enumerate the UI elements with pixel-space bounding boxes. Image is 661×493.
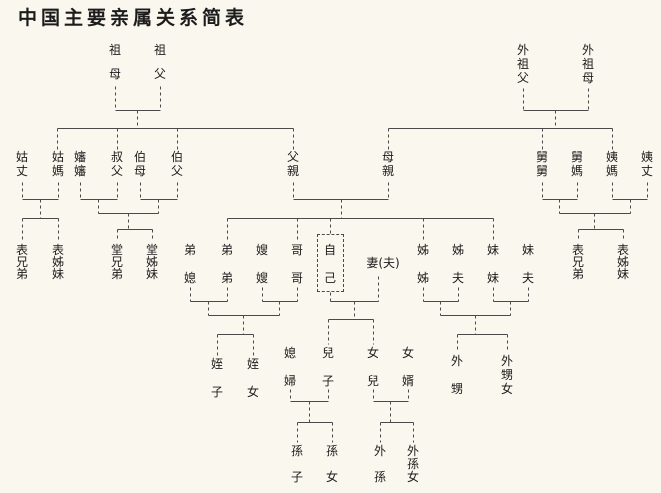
kin-node-nver: 女兒 (366, 346, 380, 388)
kin-node-shufu: 叔父 (110, 150, 124, 178)
kin-node-nvxu: 女婿 (401, 346, 415, 388)
kin-node-waishengnv: 外甥女 (500, 354, 514, 396)
kin-node-didi: 弟弟 (220, 243, 234, 285)
kin-node-saosao: 嫂嫂 (255, 243, 269, 285)
kin-node-biao-xiongdi-left: 表兄弟 (15, 243, 29, 281)
self-box (317, 234, 344, 292)
kin-node-fuqin: 父親 (286, 150, 300, 178)
kin-node-biao-zimei-right: 表姊妹 (616, 243, 630, 281)
kin-node-biao-xiongdi-right: 表兄弟 (571, 243, 585, 281)
kin-node-jiujiu: 舅舅 (535, 150, 549, 178)
kin-node-waizufu: 外祖父 (516, 43, 530, 85)
kin-node-jiejie: 姊姊 (416, 243, 430, 285)
kin-node-xifu: 媳婦 (283, 346, 297, 388)
kin-node-zhizi: 姪子 (210, 357, 224, 399)
kin-node-guzhang: 姑丈 (15, 150, 29, 178)
kin-node-waisunnv: 外孫女 (406, 444, 420, 484)
kin-node-bomu: 伯母 (133, 150, 147, 178)
kin-node-waizumu: 外祖母 (581, 43, 595, 85)
kin-node-gege: 哥哥 (290, 243, 304, 285)
kin-node-waisheng: 外甥 (450, 354, 464, 396)
kin-node-meimei: 妹妹 (486, 243, 500, 285)
kin-node-tang-xiongdi: 堂兄弟 (110, 243, 124, 281)
kin-node-yima: 姨媽 (605, 150, 619, 178)
kin-node-waisun: 外孫 (373, 444, 387, 484)
kin-node-sunzi: 孫子 (290, 444, 304, 484)
kin-node-biao-zimei-left: 表姊妹 (51, 243, 65, 281)
page-title: 中国主要亲属关系简表 (18, 7, 249, 29)
kin-node-shenshen: 嬸嬸 (73, 150, 87, 178)
kin-node-zumu: 祖母 (108, 43, 122, 81)
kin-node-muqin: 母親 (381, 150, 395, 178)
kin-node-bofu: 伯父 (170, 150, 184, 178)
kin-node-ziji: 自己 (323, 243, 337, 285)
kin-node-qifu: 妻(夫) (366, 256, 400, 270)
kin-node-jiuma: 舅媽 (570, 150, 584, 178)
kin-node-zufu: 祖父 (153, 43, 167, 81)
kin-node-erzi: 兒子 (321, 346, 335, 388)
kin-node-sunnv: 孫女 (325, 444, 339, 484)
kin-node-tang-zimei: 堂姊妹 (145, 243, 159, 281)
kin-node-yizhang: 姨丈 (640, 150, 654, 178)
kin-node-zhinv: 姪女 (246, 357, 260, 399)
kin-node-meifu: 妹夫 (521, 243, 535, 285)
kin-node-guma: 姑媽 (51, 150, 65, 178)
kin-node-dixi: 弟媳 (183, 243, 197, 285)
kin-node-jiefu: 姊夫 (451, 243, 465, 285)
